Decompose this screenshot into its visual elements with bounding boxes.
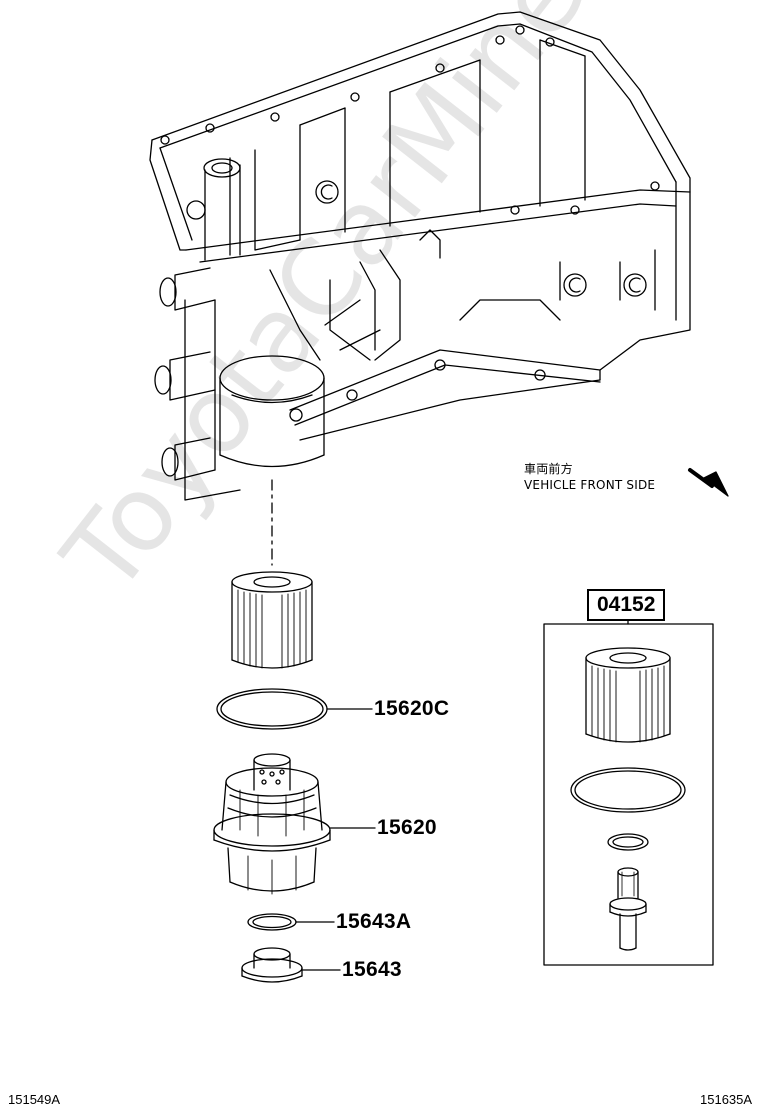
drain-plug-gasket (247, 913, 297, 931)
kit-filter-element (585, 647, 671, 743)
kit-small-o-ring (607, 833, 649, 851)
label-15620[interactable]: 15620 (377, 816, 437, 839)
engine-block (149, 11, 691, 501)
label-15643a[interactable]: 15643A (336, 910, 412, 933)
figure-code-right: 151635A (700, 1092, 753, 1107)
label-04152[interactable]: 04152 (587, 589, 666, 621)
drain-plug (241, 947, 303, 983)
oil-filter-cap (213, 753, 331, 895)
label-15620c[interactable]: 15620C (374, 697, 450, 720)
kit-o-ring (570, 767, 686, 813)
direction-label-english: VEHICLE FRONT SIDE (524, 478, 656, 492)
figure-code-left: 151549A (8, 1092, 61, 1107)
direction-label-japanese: 車両前方 (524, 462, 573, 476)
label-15643[interactable]: 15643 (342, 958, 402, 981)
kit-box (543, 623, 714, 966)
front-arrow-icon (688, 468, 729, 497)
o-ring-gasket (216, 688, 328, 730)
oil-filter-element (231, 571, 313, 669)
kit-drain-fitting (609, 867, 647, 951)
